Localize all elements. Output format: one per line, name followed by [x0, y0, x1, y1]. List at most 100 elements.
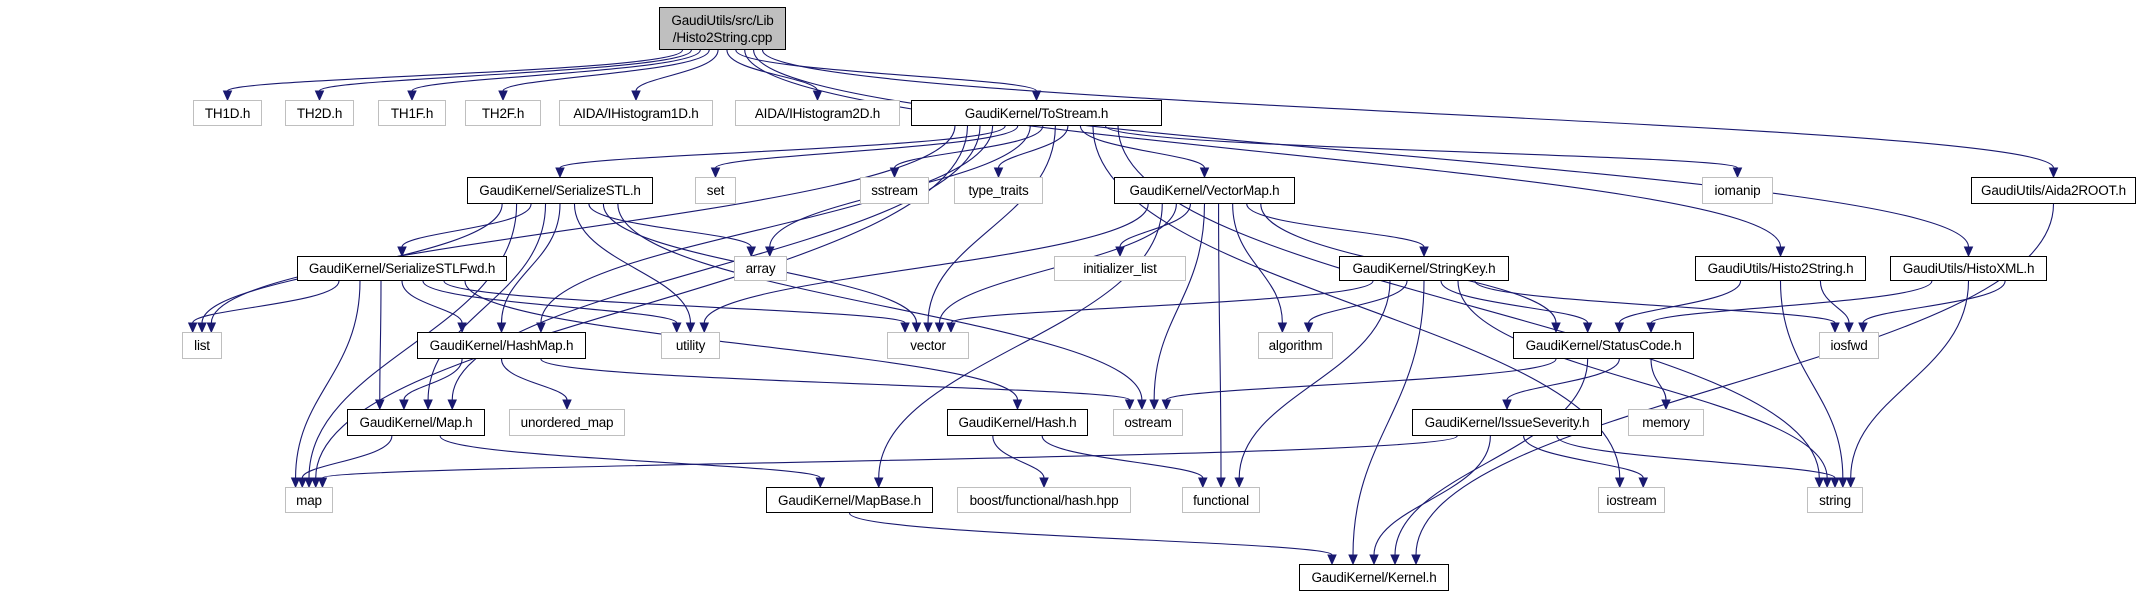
node-array: array	[734, 256, 787, 281]
node-stringkey[interactable]: GaudiKernel/StringKey.h	[1339, 256, 1509, 281]
node-vectormap[interactable]: GaudiKernel/VectorMap.h	[1114, 177, 1295, 204]
arrowhead-icon	[1582, 322, 1593, 334]
node-label: GaudiUtils/src/Lib	[671, 12, 774, 28]
arrowhead-icon	[1031, 90, 1042, 102]
edge-serstl-to-ostream	[617, 203, 1143, 401]
arrowhead-icon	[1137, 399, 1147, 411]
node-label: string	[1819, 492, 1851, 508]
node-label: algorithm	[1268, 338, 1323, 353]
edge-root-to-tostream	[735, 49, 1038, 92]
arrowhead-icon	[923, 322, 933, 334]
edge-serstlfwd-to-vector	[443, 280, 906, 324]
arrowhead-icon	[1814, 477, 1825, 489]
edge-hashmap-to-ostream	[540, 358, 1131, 401]
edge-vectormap-to-initlist	[1119, 203, 1191, 248]
edge-hashmap-to-map_h	[403, 358, 463, 401]
node-label: TH1D.h	[204, 105, 251, 121]
edge-root-to-aida1d	[635, 49, 719, 92]
node-utility: utility	[661, 332, 720, 359]
arrowhead-icon	[911, 322, 922, 334]
arrowhead-icon	[304, 477, 314, 489]
node-label: unordered_map	[520, 415, 614, 430]
arrowhead-icon	[1369, 554, 1379, 566]
node-label: TH2D.h	[296, 105, 343, 121]
edge-tostream-to-sstream	[893, 125, 1044, 169]
node-hash[interactable]: GaudiKernel/Hash.h	[947, 409, 1088, 436]
arrowhead-icon	[1845, 477, 1856, 489]
node-label: ostream	[1124, 415, 1172, 430]
node-label: map	[296, 492, 322, 508]
node-histo2stringh[interactable]: GaudiUtils/Histo2String.h	[1695, 256, 1866, 281]
arrowhead-icon	[1830, 322, 1840, 334]
node-label: GaudiKernel/Map.h	[359, 415, 473, 430]
node-mapbase[interactable]: GaudiKernel/MapBase.h	[766, 487, 933, 513]
node-label: GaudiUtils/HistoXML.h	[1902, 261, 2035, 276]
node-map-h[interactable]: GaudiKernel/Map.h	[347, 409, 485, 436]
edge-serstl-to-hashmap	[500, 203, 561, 324]
edge-tostream-to-vectormap	[1079, 125, 1206, 169]
node-hashmap[interactable]: GaudiKernel/HashMap.h	[417, 332, 586, 359]
arrowhead-icon	[399, 399, 409, 411]
arrowhead-icon	[375, 399, 385, 411]
arrowhead-icon	[496, 322, 507, 334]
node-kernel[interactable]: GaudiKernel/Kernel.h	[1299, 564, 1449, 591]
edge-histoxml-to-iosfwd	[1862, 280, 2006, 324]
node-tostream[interactable]: GaudiKernel/ToStream.h	[911, 100, 1162, 126]
arrowhead-icon	[423, 399, 433, 411]
node-aida2root[interactable]: GaudiUtils/Aida2ROOT.h	[1971, 177, 2136, 204]
edge-root-to-th1f	[411, 49, 701, 92]
edge-tostream-to-iomanip	[1104, 125, 1739, 169]
arrowhead-icon	[457, 322, 467, 334]
arrowhead-icon	[889, 167, 900, 179]
arrowhead-icon	[222, 90, 233, 102]
node-histoxml[interactable]: GaudiUtils/HistoXML.h	[1890, 256, 2047, 281]
node-iomanip: iomanip	[1702, 177, 1773, 204]
edge-vectormap-to-algorithm	[1232, 203, 1283, 324]
arrowhead-icon	[1615, 477, 1625, 489]
arrowhead-icon	[746, 246, 756, 258]
node-label: iostream	[1606, 492, 1657, 508]
edge-serstlfwd-to-list	[192, 280, 340, 324]
edge-vectormap-to-utility	[703, 203, 1149, 324]
arrowhead-icon	[187, 322, 198, 334]
node-th1d: TH1D.h	[193, 100, 262, 126]
arrowhead-icon	[310, 477, 321, 489]
node-label: GaudiKernel/StatusCode.h	[1525, 338, 1682, 353]
arrowhead-icon	[397, 246, 407, 258]
edge-serstlfwd-to-utility	[422, 280, 678, 324]
arrowhead-icon	[1327, 554, 1337, 566]
node-statuscode[interactable]: GaudiKernel/StatusCode.h	[1513, 332, 1694, 359]
node-label: GaudiUtils/Aida2ROOT.h	[1981, 183, 2126, 198]
arrowhead-icon	[536, 322, 546, 334]
node-serstlfwd[interactable]: GaudiKernel/SerializeSTLFwd.h	[297, 256, 507, 281]
node-label: GaudiKernel/SerializeSTL.h	[479, 183, 641, 198]
node-map: map	[285, 487, 333, 513]
edge-root-to-aida2d	[726, 49, 819, 92]
arrowhead-icon	[1124, 399, 1135, 411]
edge-map_h-to-mapbase	[439, 435, 821, 479]
node-label: sstream	[871, 183, 918, 198]
arrowhead-icon	[314, 90, 325, 102]
arrowhead-icon	[873, 477, 884, 489]
arrowhead-icon	[812, 90, 823, 102]
edge-tostream-to-vector	[927, 125, 1056, 324]
node-label: type_traits	[968, 183, 1029, 198]
node-root[interactable]: GaudiUtils/src/Lib/Histo2String.cpp	[659, 7, 786, 50]
node-issueseverity[interactable]: GaudiKernel/IssueSeverity.h	[1412, 409, 1602, 436]
edge-stringkey-to-iosfwd	[1474, 280, 1836, 324]
node-label: GaudiKernel/ToStream.h	[964, 105, 1109, 121]
arrowhead-icon	[1646, 322, 1656, 334]
edge-statuscode-to-ostream	[1165, 358, 1557, 401]
node-aida1d: AIDA/IHistogram1D.h	[559, 100, 713, 126]
node-label: TH2F.h	[481, 105, 525, 121]
node-serstl[interactable]: GaudiKernel/SerializeSTL.h	[467, 177, 653, 204]
arrowhead-icon	[1348, 554, 1358, 566]
edge-serstl-to-array	[588, 203, 752, 248]
edge-vectormap-to-mapbase	[878, 203, 1163, 479]
edge-histo2stringh-to-string	[1779, 280, 1844, 479]
node-th2d: TH2D.h	[285, 100, 354, 126]
node-label: memory	[1642, 415, 1690, 430]
node-label: vector	[910, 338, 946, 353]
edge-issueseverity-to-kernel	[1373, 435, 1491, 556]
arrowhead-icon	[1161, 399, 1172, 411]
